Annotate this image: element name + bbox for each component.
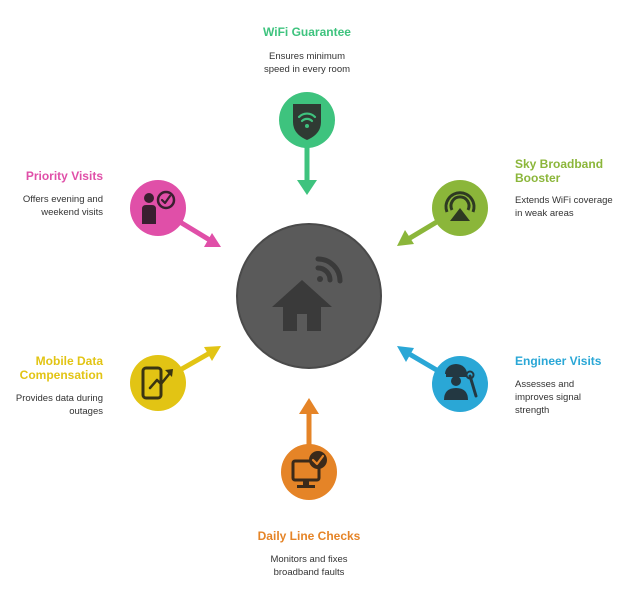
- desc-line: Provides data during: [15, 393, 103, 404]
- priority-title: Priority Visits: [25, 169, 103, 183]
- arrow-wifi: [297, 144, 317, 195]
- wifi-desc: Ensures minimum speed in every room: [237, 50, 377, 76]
- priority-desc: Offers evening and weekend visits: [0, 193, 103, 219]
- desc-line: in weak areas: [515, 208, 574, 219]
- engineer-desc: Assesses and improves signal strength: [515, 378, 625, 417]
- desc-line: weekend visits: [41, 207, 103, 218]
- title-line: Mobile Data: [35, 354, 103, 368]
- desc-line: Offers evening and: [22, 194, 103, 205]
- title-line: Booster: [515, 171, 561, 185]
- title-line: Sky Broadband: [515, 157, 604, 171]
- monitor-check-icon: [291, 451, 327, 488]
- desc-line: speed in every room: [263, 64, 351, 75]
- wifi-title: WiFi Guarantee: [263, 25, 351, 39]
- title-line: Compensation: [19, 368, 103, 382]
- arrow-engineer: [397, 346, 443, 375]
- signal-booster-icon: [444, 191, 476, 221]
- linechecks-title: Daily Line Checks: [257, 529, 361, 543]
- engineer-icon: [444, 364, 478, 400]
- booster-desc: Extends WiFi coverage in weak areas: [515, 194, 633, 220]
- arrow-booster: [397, 217, 443, 246]
- desc-line: Extends WiFi coverage: [515, 195, 613, 206]
- mobile-desc: Provides data during outages: [0, 392, 103, 418]
- booster-title: Sky Broadband Booster: [515, 157, 630, 185]
- desc-line: improves signal: [515, 392, 581, 403]
- node-priority: [130, 180, 186, 236]
- linechecks-desc: Monitors and fixes broadband faults: [234, 553, 384, 579]
- node-mobile: [130, 355, 186, 411]
- phone-data-icon: [141, 366, 173, 400]
- arrow-mobile: [177, 346, 221, 373]
- hub-circle: [236, 223, 382, 369]
- mobile-title: Mobile Data Compensation: [5, 354, 103, 382]
- person-check-icon: [142, 190, 176, 224]
- arrow-linechecks: [299, 398, 319, 448]
- desc-line: broadband faults: [273, 567, 345, 578]
- wifi-shield-icon: [293, 104, 321, 140]
- node-engineer: [432, 356, 488, 412]
- home-wifi-icon: [272, 256, 343, 331]
- node-wifi: [279, 92, 335, 148]
- desc-line: Ensures minimum: [268, 51, 346, 62]
- desc-line: strength: [515, 405, 550, 416]
- desc-line: Monitors and fixes: [270, 554, 348, 565]
- desc-line: outages: [69, 406, 103, 417]
- arrow-priority: [177, 219, 221, 247]
- node-linechecks: [281, 444, 337, 500]
- desc-line: Assesses and: [515, 379, 575, 390]
- engineer-title: Engineer Visits: [515, 354, 602, 368]
- node-booster: [432, 180, 488, 236]
